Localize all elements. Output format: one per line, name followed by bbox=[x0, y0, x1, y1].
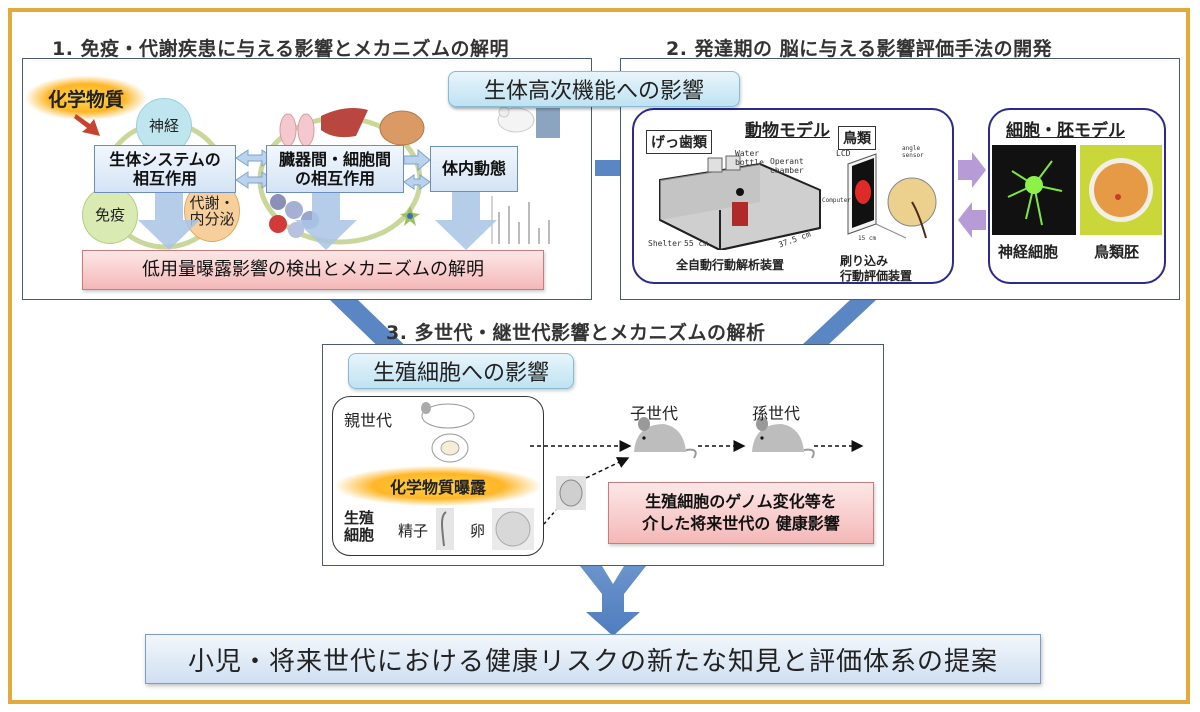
germ-cell-pill: 生殖細胞への影響 bbox=[348, 353, 574, 389]
egg-cell-icon bbox=[492, 508, 534, 550]
lcd-label: LCD bbox=[836, 149, 851, 158]
angle-sensor-label: angle sensor bbox=[902, 145, 924, 159]
egg-label: 卵 bbox=[470, 522, 486, 540]
bird-apparatus-icon bbox=[847, 153, 937, 239]
lung-icon bbox=[279, 113, 315, 147]
nerve-circle: 神経 bbox=[136, 98, 192, 154]
system-interaction-box: 生体システムの 相互作用 bbox=[94, 145, 236, 193]
cell-embryo-model-title: 細胞・胚モデル bbox=[1006, 121, 1125, 141]
organ-icons bbox=[279, 108, 425, 147]
germ-cells-label: 生殖 細胞 bbox=[344, 509, 375, 544]
final-proposal-box: 小児・将来世代における健康リスクの新たな知見と評価体系の提案 bbox=[145, 634, 1041, 684]
down-arrow-icon bbox=[295, 190, 357, 250]
egg-embryo-icon bbox=[1089, 158, 1153, 222]
child-generation-label: 子世代 bbox=[630, 404, 679, 423]
cells-icon bbox=[269, 194, 319, 238]
parent-label: 親世代 bbox=[344, 411, 393, 430]
connector-horizontal bbox=[595, 160, 627, 176]
shelter-label: Shelter bbox=[648, 239, 682, 248]
down-arrow-icon bbox=[138, 190, 200, 250]
kinetics-box: 体内動態 bbox=[430, 146, 518, 192]
right-arrow-icon bbox=[958, 152, 986, 188]
sperm-icon bbox=[436, 508, 454, 550]
red-arrow-icon bbox=[74, 114, 100, 136]
rodent-apparatus-icon bbox=[659, 155, 821, 250]
connector-y-shape bbox=[580, 566, 646, 636]
exchange-arrows bbox=[958, 152, 986, 238]
down-arrows bbox=[138, 148, 497, 250]
neuron-image bbox=[992, 145, 1076, 235]
chemical-burst-icon: 化学物質 bbox=[26, 76, 146, 120]
operant-chamber-label: Operant chamber bbox=[770, 157, 804, 175]
dimension-55-label: 55 cm bbox=[684, 239, 709, 248]
immune-circle: 免疫 bbox=[82, 186, 138, 244]
embryo-cell-icon bbox=[556, 476, 586, 510]
rodent-tag: げっ歯類 bbox=[646, 130, 712, 154]
water-bottle-label: Water bottle bbox=[735, 149, 764, 167]
rodent-caption: 全自動行動解析装置 bbox=[676, 258, 785, 272]
left-arrow-icon bbox=[958, 202, 986, 238]
bird-tag: 鳥類 bbox=[838, 126, 876, 150]
liver-icon bbox=[321, 108, 368, 138]
section1-title: 1. 免疫・代謝疾患に与える影響とメカニズムの解明 bbox=[52, 38, 509, 60]
down-arrow-icon bbox=[435, 190, 497, 250]
grandchild-mouse-icon bbox=[752, 417, 815, 459]
animal-model-title: 動物モデル bbox=[745, 121, 830, 141]
section2-title: 2. 発達期の 脳に与える影響評価手法の開発 bbox=[666, 38, 1053, 60]
low-dose-result-box: 低用量曝露影響の検出とメカニズムの解明 bbox=[82, 250, 544, 290]
right-arrow-icon bbox=[403, 148, 431, 172]
sperm-label: 精子 bbox=[398, 522, 429, 540]
mouse-icon bbox=[497, 106, 560, 138]
pregnant-mouse-icon bbox=[421, 402, 475, 463]
star-cell-icon bbox=[400, 206, 420, 226]
grandchild-generation-label: 孫世代 bbox=[752, 404, 801, 423]
organ-cell-interaction-box: 臓器間・細胞間 の相互作用 bbox=[266, 145, 404, 193]
computer-label: Computer bbox=[822, 197, 851, 204]
higher-function-pill-overlay: 生体高次機能への影響 bbox=[448, 71, 740, 107]
child-mouse-icon bbox=[634, 417, 697, 459]
neuron-label: 神経細胞 bbox=[998, 243, 1059, 261]
bird-caption: 刷り込み 行動評価装置 bbox=[840, 254, 913, 283]
chemical-exposure-burst: 化学物質曝露 bbox=[336, 466, 540, 506]
future-health-effect-box: 生殖細胞のゲノム変化等を 介した将来世代の 健康影響 bbox=[608, 482, 874, 544]
dimension-15-label: 15 cm bbox=[858, 235, 877, 242]
tissue-image-icon bbox=[536, 108, 560, 138]
section3-title: 3. 多世代・継世代影響とメカニズムの解析 bbox=[386, 322, 766, 344]
embryo-image bbox=[1080, 145, 1162, 235]
neuron-icon bbox=[1007, 160, 1063, 226]
embryo-label: 鳥類胚 bbox=[1094, 243, 1140, 261]
